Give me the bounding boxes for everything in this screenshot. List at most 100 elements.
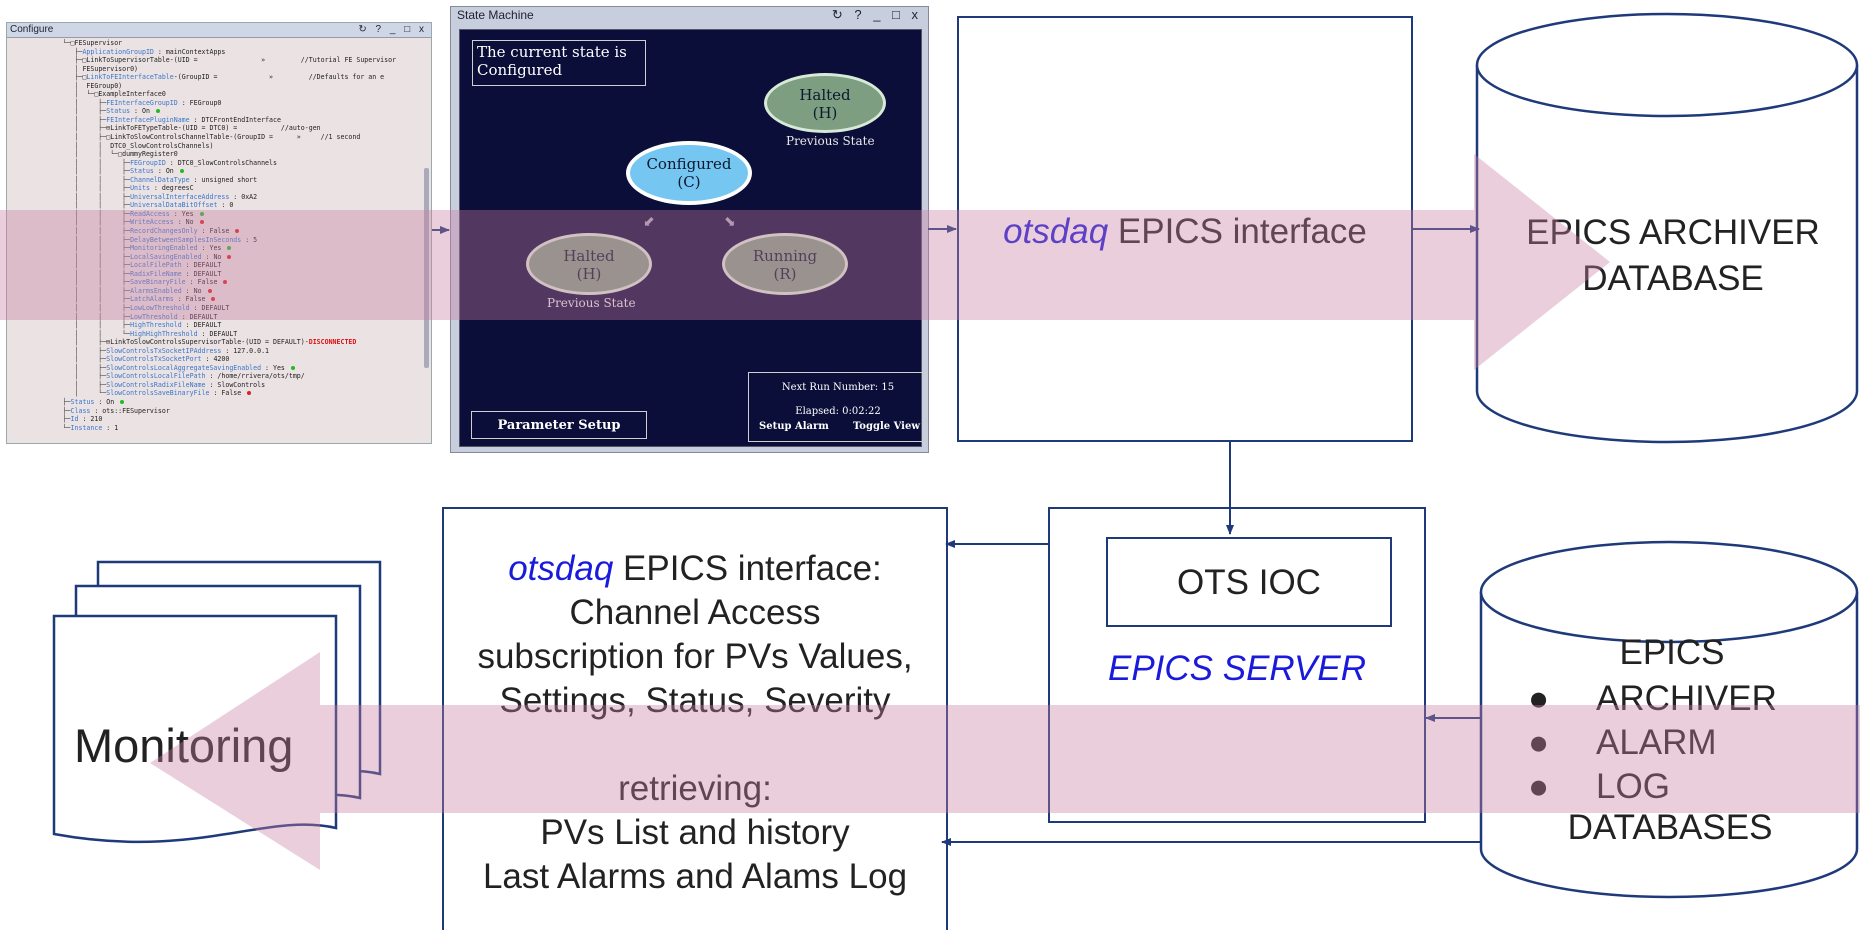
tree-node[interactable]: │ ├─SlowControlsLocalFilePath : /home/rr…	[7, 372, 421, 381]
tree-node-key[interactable]: HighHighThreshold	[130, 329, 198, 338]
tree-node[interactable]: │ │ ├─MonitoringEnabled : Yes	[7, 244, 421, 253]
state-running[interactable]: Running (R)	[722, 233, 848, 295]
tree-node[interactable]: │ │ ├─Units : degreesC	[7, 184, 421, 193]
tree-node-key[interactable]: ApplicationGroupID	[82, 47, 154, 56]
tree-node[interactable]: │ ├─Status : On	[7, 107, 421, 116]
tree-node[interactable]: │ ├─SlowControlsTxSocketPort : 4200	[7, 355, 421, 364]
tree-node[interactable]: ├─ApplicationGroupID : mainContextApps	[7, 48, 421, 57]
state-machine-titlebar[interactable]: State Machine ↻ ? _ □ x	[451, 7, 928, 23]
tree-node[interactable]: │ │ ├─UniversalInterfaceAddress : 0xA2	[7, 193, 421, 202]
tree-node[interactable]: │ ├─FEInterfacePluginName : DTCFrontEndI…	[7, 116, 421, 125]
tree-node-key[interactable]: LatchAlarms	[130, 295, 174, 304]
tree-node-key[interactable]: LowThreshold	[130, 312, 178, 321]
tree-node[interactable]: │ │ └─HighHighThreshold : DEFAULT	[7, 330, 421, 339]
tree-node-key[interactable]: Status	[70, 397, 95, 406]
state-halted-top[interactable]: Halted (H)	[764, 73, 886, 133]
tree-node[interactable]: │ │ ├─AlarmsEnabled : No	[7, 287, 421, 296]
tree-node[interactable]: │ │ ├─RadixFileName : DEFAULT	[7, 270, 421, 279]
tree-node-key[interactable]: ChannelDataType	[130, 175, 190, 184]
tree-node[interactable]: │ │ ├─LocalFilePath : DEFAULT	[7, 261, 421, 270]
transition-arrow-icon[interactable]: ⬊	[724, 213, 736, 229]
configure-titlebar[interactable]: Configure ↻ ? _ □ x	[7, 23, 431, 38]
tree-node[interactable]: │ │ ├─LowLowThreshold : DEFAULT	[7, 304, 421, 313]
tree-node-key[interactable]: RadixFileName	[130, 269, 182, 278]
tree-node-key[interactable]: UniversalInterfaceAddress	[130, 192, 230, 201]
tree-node-key[interactable]: Status	[106, 107, 131, 116]
tree-node-key[interactable]: LinkToSupervisorTable	[86, 56, 170, 65]
tree-node-key[interactable]: Class	[70, 406, 91, 415]
tree-node-key[interactable]: FEInterfacePluginName	[106, 115, 190, 124]
tree-node[interactable]: │ │ ├─Status : On	[7, 167, 421, 176]
tree-node-key[interactable]: FEInterfaceGroupID	[106, 98, 178, 107]
state-configured[interactable]: Configured (C)	[626, 141, 752, 205]
tree-node-key[interactable]: WriteAccess	[130, 218, 174, 227]
tree-node[interactable]: │ ├─FEInterfaceGroupID : FEGroup0	[7, 99, 421, 108]
tree-node[interactable]: │ ├─⊞LinkToFETypeTable-(UID = DTC0) = //…	[7, 124, 421, 133]
tree-node[interactable]: │ ├─SlowControlsTxSocketIPAddress : 127.…	[7, 347, 421, 356]
tree-node[interactable]: │ │ ├─DelayBetweenSamplesInSeconds : 5	[7, 236, 421, 245]
setup-alarm-button[interactable]: Setup Alarm	[759, 421, 829, 432]
tree-node-key[interactable]: SlowControlsTxSocketIPAddress	[106, 346, 222, 355]
tree-node[interactable]: │ │ └─□dummyRegister0	[7, 150, 421, 159]
parameter-setup-button[interactable]: Parameter Setup	[471, 411, 647, 439]
tree-node-key[interactable]: SlowControlsLocalAggregateSavingEnabled	[106, 363, 262, 372]
tree-node-key[interactable]: MonitoringEnabled	[130, 244, 198, 253]
tree-node[interactable]: │ │ ├─WriteAccess : No	[7, 218, 421, 227]
tree-node-key[interactable]: LowLowThreshold	[130, 303, 190, 312]
tree-node[interactable]: ├─□LinkToFEInterfaceTable-(GroupID = » /…	[7, 73, 421, 82]
tree-node[interactable]: │ │ ├─ReadAccess : Yes	[7, 210, 421, 219]
tree-node[interactable]: │ │ ├─ChannelDataType : unsigned short	[7, 176, 421, 185]
tree-node[interactable]: │ │ ├─LowThreshold : DEFAULT	[7, 313, 421, 322]
tree-node-key[interactable]: HighThreshold	[130, 321, 182, 330]
configure-scrollbar[interactable]	[424, 168, 429, 368]
tree-node[interactable]: │ │ ├─UniversalDataBitOffset : 0	[7, 201, 421, 210]
tree-node[interactable]: ├─Status : On	[7, 398, 421, 407]
tree-node-key[interactable]: SlowControlsSaveBinaryFile	[106, 389, 210, 398]
toggle-view-button[interactable]: Toggle View	[853, 421, 920, 432]
tree-node-key[interactable]: Status	[130, 167, 154, 176]
tree-node[interactable]: │ FEGroup0)	[7, 82, 421, 91]
tree-node-key[interactable]: ReadAccess	[130, 209, 170, 218]
tree-node-key[interactable]: RecordChangesOnly	[130, 227, 198, 236]
tree-node-key[interactable]: ExampleInterface0	[98, 90, 166, 99]
configure-window-controls[interactable]: ↻ ? _ □ x	[358, 24, 427, 35]
tree-node[interactable]: │ │ ├─LatchAlarms : False	[7, 295, 421, 304]
tree-node[interactable]: │ ├─SlowControlsRadixFileName : SlowCont…	[7, 381, 421, 390]
tree-node[interactable]: ├─Class : ots::FESupervisor	[7, 407, 421, 416]
tree-node-key[interactable]: SaveBinaryFile	[130, 278, 186, 287]
tree-node-key[interactable]: FEGroupID	[130, 158, 166, 167]
tree-node-key[interactable]: DelayBetweenSamplesInSeconds	[130, 235, 242, 244]
tree-node[interactable]: │ │ ├─SaveBinaryFile : False	[7, 278, 421, 287]
tree-node-key[interactable]: Units	[130, 184, 150, 193]
tree-node[interactable]: │ FESupervisor0)	[7, 65, 421, 74]
tree-node[interactable]: └─Instance : 1	[7, 424, 421, 433]
tree-node-key[interactable]: SlowControlsRadixFileName	[106, 380, 206, 389]
tree-node[interactable]: │ │ ├─HighThreshold : DEFAULT	[7, 321, 421, 330]
tree-node[interactable]: │ └─SlowControlsSaveBinaryFile : False	[7, 389, 421, 398]
tree-node[interactable]: │ ├─□LinkToSlowControlsChannelTable-(Gro…	[7, 133, 421, 142]
configuration-tree[interactable]: └─□FESupervisor ├─ApplicationGroupID : m…	[7, 39, 421, 443]
tree-node-key[interactable]: FESupervisor	[74, 39, 123, 47]
state-machine-window-controls[interactable]: ↻ ? _ □ x	[831, 7, 922, 22]
tree-node-key[interactable]: SlowControlsLocalFilePath	[106, 372, 206, 381]
tree-node-key[interactable]: AlarmsEnabled	[130, 286, 182, 295]
tree-node-key[interactable]: LocalSavingEnabled	[130, 252, 202, 261]
tree-node[interactable]: │ │ ├─RecordChangesOnly : False	[7, 227, 421, 236]
transition-arrow-icon[interactable]: ⬋	[643, 213, 655, 229]
tree-node-key[interactable]: LinkToSlowControlsChannelTable	[110, 133, 230, 142]
tree-node-key[interactable]: LinkToFETypeTable	[110, 124, 178, 133]
tree-node-key[interactable]: Id	[70, 415, 79, 424]
tree-node-key[interactable]: LocalFilePath	[130, 261, 182, 270]
tree-node[interactable]: │ ├─SlowControlsLocalAggregateSavingEnab…	[7, 364, 421, 373]
tree-node[interactable]: │ │ ├─LocalSavingEnabled : No	[7, 253, 421, 262]
tree-node[interactable]: ├─Id : 210	[7, 415, 421, 424]
tree-node[interactable]: ├─□LinkToSupervisorTable-(UID = » //Tuto…	[7, 56, 421, 65]
tree-node-key[interactable]: UniversalDataBitOffset	[130, 201, 218, 210]
tree-node-key[interactable]: LinkToFEInterfaceTable	[86, 73, 174, 82]
tree-node-key[interactable]: dummyRegister0	[122, 150, 178, 159]
tree-node-key[interactable]: SlowControlsTxSocketPort	[106, 355, 202, 364]
tree-node[interactable]: │ └─□ExampleInterface0	[7, 90, 421, 99]
state-halted-bottom[interactable]: Halted (H)	[526, 233, 652, 295]
tree-node-key[interactable]: LinkToSlowControlsSupervisorTable	[110, 338, 242, 347]
tree-node[interactable]: └─□FESupervisor	[7, 39, 421, 48]
